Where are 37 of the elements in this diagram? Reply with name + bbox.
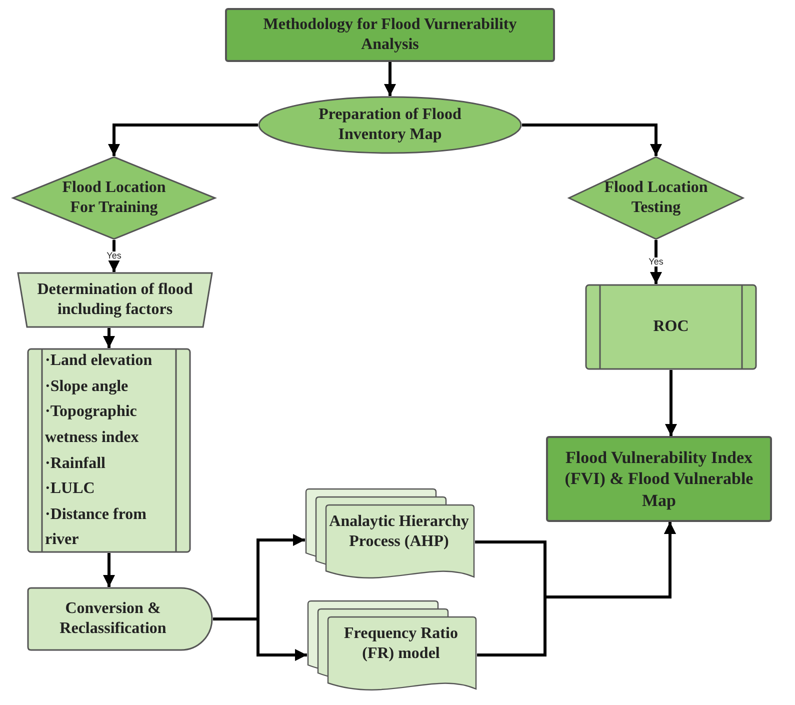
decision-diamond	[12, 156, 216, 240]
list-item: ·Land elevation	[45, 351, 152, 372]
node-label: Analaytic Hierarchy Process (AHP)	[328, 512, 470, 552]
title-box	[225, 8, 555, 62]
list-item: ·Rainfall	[45, 454, 106, 474]
node-label: Flood Vulnerability Index (FVI) & Flood Vulnerable Map	[564, 447, 754, 511]
arrow	[103, 553, 115, 587]
delay-box	[27, 587, 213, 651]
node-label: Methodology for Flood Vurnerability Analysis	[262, 15, 518, 55]
arrow	[650, 240, 662, 284]
arrow	[665, 370, 677, 436]
node-label: Conversion & Reclassification	[58, 599, 168, 639]
predefined-process-box	[585, 284, 757, 370]
terminal-ellipse	[258, 96, 522, 154]
edge-label: Yes	[648, 258, 664, 266]
predefined-process-box	[27, 348, 191, 553]
arrow	[213, 618, 307, 661]
trapezoid-box	[17, 272, 213, 328]
arrow	[477, 522, 676, 656]
edge-label: Yes	[106, 252, 122, 260]
node-label: Determination of flood including factors	[36, 280, 194, 320]
list-item: ·LULC	[45, 479, 95, 500]
list-item: ·Topographic wetness index	[45, 402, 140, 448]
arrow	[384, 62, 396, 96]
arrow	[108, 124, 258, 156]
list-item: ·Slope angle	[45, 376, 128, 397]
node-label: Preparation of Flood Inventory Map	[318, 105, 462, 145]
arrow	[108, 240, 120, 272]
node-label: Flood Location For Training	[62, 178, 166, 218]
node-label: ROC	[653, 317, 689, 337]
node-label: Frequency Ratio (FR) model	[343, 624, 459, 664]
list-item: ·Distance from river	[45, 504, 148, 550]
arrow	[522, 124, 662, 156]
node-label: Flood Location Testing	[603, 178, 709, 218]
decision-diamond	[568, 156, 744, 240]
result-box	[546, 436, 772, 522]
arrow	[103, 328, 115, 348]
